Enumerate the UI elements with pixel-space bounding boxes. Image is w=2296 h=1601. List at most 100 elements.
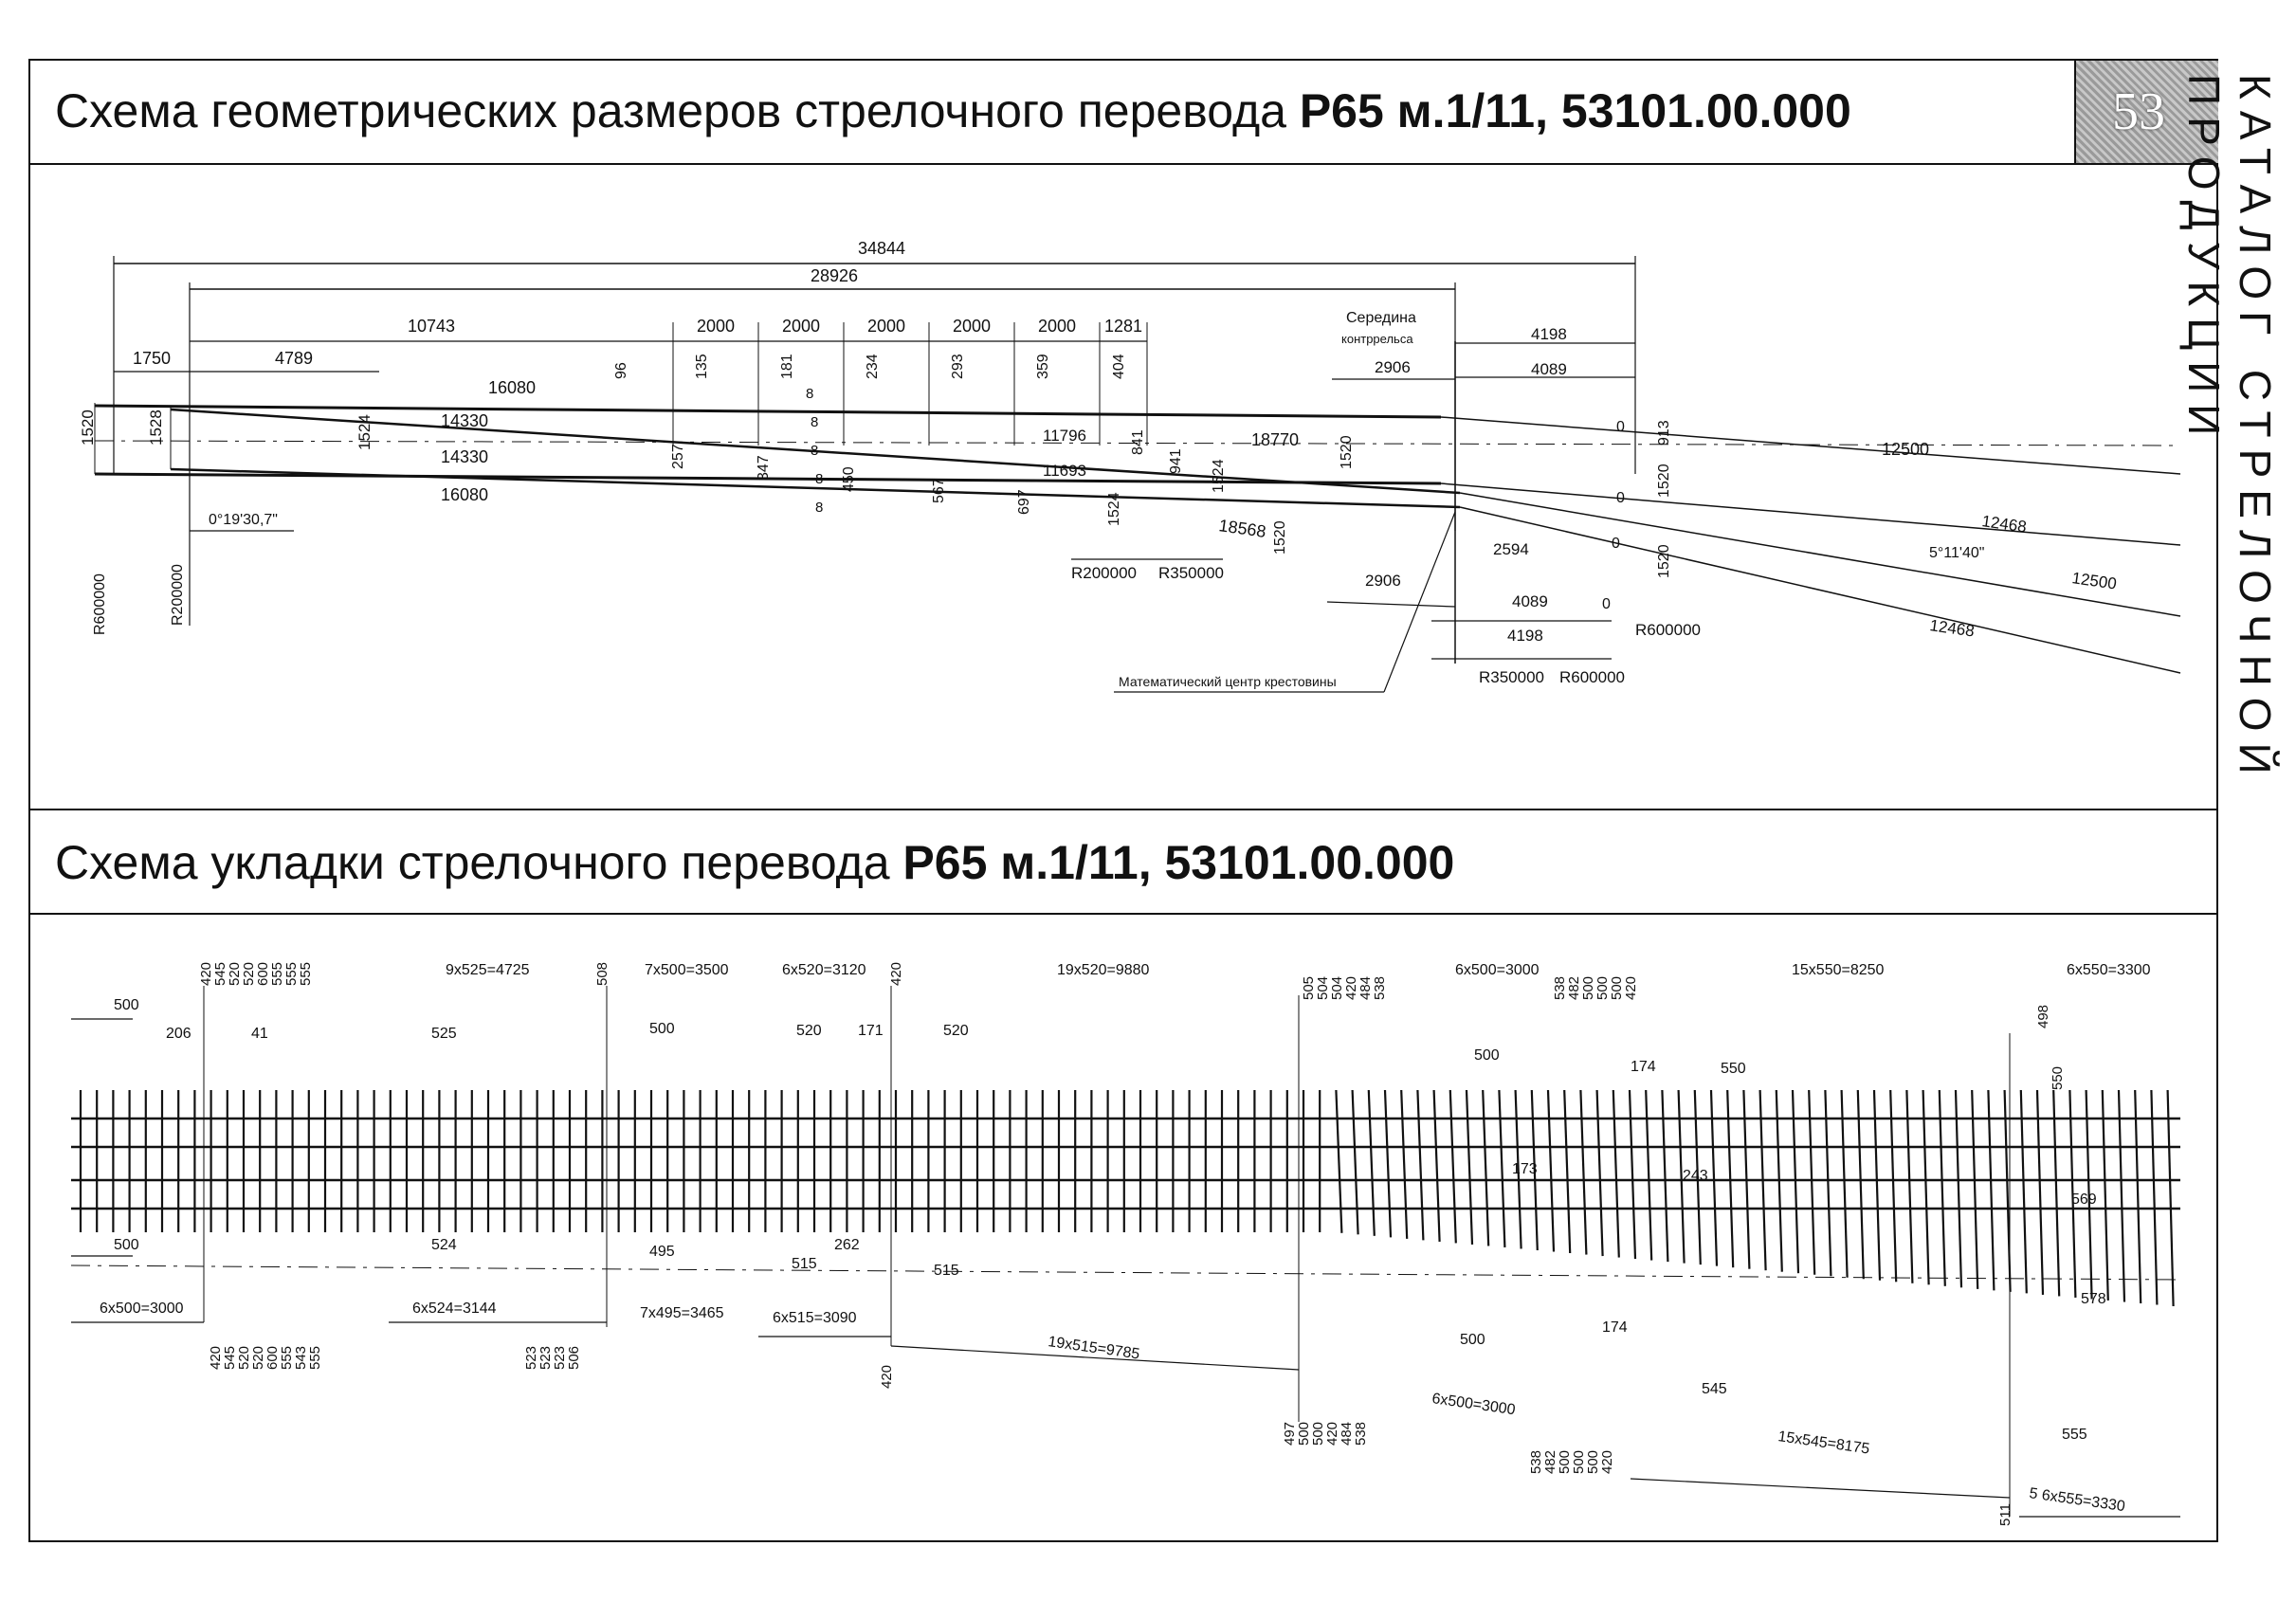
sleeper bbox=[1383, 1089, 1393, 1238]
sleeper bbox=[2019, 1089, 2028, 1294]
sleeper bbox=[2068, 1089, 2077, 1298]
dim-2906-label: 2906 bbox=[1375, 358, 1411, 376]
layout-bottom-small: 262 bbox=[834, 1237, 860, 1253]
rail-straight-ext bbox=[1440, 416, 2181, 475]
layout-top-vert-right1: 538 bbox=[1372, 976, 1388, 1000]
dim-1520: 1520 bbox=[79, 409, 97, 446]
dim-1520r: 1520 bbox=[1656, 464, 1672, 498]
radius-R350000-right: R350000 bbox=[1479, 668, 1544, 686]
sleeper bbox=[1546, 1089, 1556, 1252]
angle-right: 5°11'40" bbox=[1929, 545, 1984, 561]
segment-label: 2000 bbox=[1038, 317, 1076, 336]
dim-2906b-label: 2906 bbox=[1365, 572, 1401, 590]
layout-top-vert-right2: 482 bbox=[1566, 976, 1582, 1000]
layout-top-vert-mid: 420 bbox=[888, 962, 904, 986]
rail-diverge-1 bbox=[170, 408, 1461, 495]
dim-1520r2: 1520 bbox=[1656, 544, 1672, 578]
dim-4089-label: 4089 bbox=[1531, 360, 1567, 378]
layout-top-vert-left: 555 bbox=[269, 962, 285, 986]
dim-4789: 4789 bbox=[275, 349, 313, 368]
layout-top-group: 7x500=3500 bbox=[645, 962, 729, 978]
layout-mid-173: 173 bbox=[1512, 1161, 1538, 1177]
offset-top: 96 bbox=[613, 362, 629, 379]
page-number-badge: 53 bbox=[2074, 61, 2218, 163]
layout-bottom-vert-right1: 538 bbox=[1353, 1422, 1369, 1446]
dim-18770: 18770 bbox=[1251, 430, 1299, 449]
layout-bottom-vert-right2: 420 bbox=[1599, 1450, 1615, 1474]
small-8: 8 bbox=[806, 386, 813, 402]
page-number: 53 bbox=[2112, 82, 2165, 141]
dim-1524: 1524 bbox=[355, 414, 374, 450]
layout-bottom-small: 174 bbox=[1602, 1319, 1628, 1336]
dim-913: 913 bbox=[1656, 420, 1672, 446]
layout-top-vert-left: 520 bbox=[227, 962, 243, 986]
layout-bottom-vert-left: 520 bbox=[250, 1346, 266, 1370]
offset-bottom: 450 bbox=[841, 466, 857, 492]
layout-bottom-vert-left: 543 bbox=[293, 1346, 309, 1370]
sleeper bbox=[2085, 1089, 2093, 1300]
layout-top-small: 520 bbox=[943, 1023, 969, 1039]
sleeper bbox=[1726, 1089, 1735, 1268]
segment-label: 2000 bbox=[867, 317, 905, 336]
layout-top-small: 525 bbox=[431, 1026, 457, 1042]
layout-top-vert-right2: 500 bbox=[1580, 976, 1596, 1000]
segment-label: 2000 bbox=[782, 317, 820, 336]
sleeper bbox=[1791, 1089, 1800, 1274]
layout-top-small: 171 bbox=[858, 1023, 884, 1039]
sleeper bbox=[1579, 1089, 1588, 1255]
layout-bottom-vert-mid: 523 bbox=[538, 1346, 554, 1370]
radius-R350000-mid: R350000 bbox=[1158, 564, 1224, 582]
dim-12500: 12500 bbox=[1882, 440, 1929, 459]
layout-bottom-vert-mid: 506 bbox=[566, 1346, 582, 1370]
small-8: 8 bbox=[811, 414, 818, 430]
layout-top-vert-right2: 500 bbox=[1594, 976, 1611, 1000]
small-8: 8 bbox=[815, 471, 823, 487]
dim-11796: 11796 bbox=[1043, 427, 1086, 445]
layout-top-vert-mid: 508 bbox=[594, 962, 610, 986]
layout-top-group: 19x520=9880 bbox=[1057, 962, 1150, 978]
layout-bottom-group: 15x545=8175 bbox=[1777, 1428, 1870, 1457]
layout-top-vert-left: 555 bbox=[298, 962, 314, 986]
layout-top-group: 15x550=8250 bbox=[1792, 962, 1885, 978]
layout-bottom-small: 555 bbox=[2062, 1427, 2087, 1443]
section2-title: Схема укладки стрелочного перевода Р65 м… bbox=[55, 836, 1455, 889]
offset-top: 404 bbox=[1111, 354, 1127, 379]
layout-bottom-group: 6x500=3000 bbox=[100, 1301, 184, 1317]
sleeper bbox=[1449, 1089, 1457, 1244]
radius-R600000: R600000 bbox=[92, 573, 108, 635]
layout-bottom-vert-right2: 500 bbox=[1585, 1450, 1601, 1474]
sleeper bbox=[1677, 1089, 1686, 1264]
sleeper bbox=[1758, 1089, 1767, 1271]
layout-top-vert-right1: 505 bbox=[1301, 976, 1317, 1000]
dim-4089b-label: 4089 bbox=[1512, 592, 1548, 610]
layout-bottom-vert-mid: 523 bbox=[523, 1346, 539, 1370]
dim-18568: 18568 bbox=[1217, 516, 1266, 541]
rail-diverge-2 bbox=[170, 467, 1461, 509]
sleeper bbox=[1645, 1089, 1653, 1261]
layout-bottom-small: 495 bbox=[649, 1244, 675, 1260]
layout-bottom-vert-left: 555 bbox=[279, 1346, 295, 1370]
layout-bottom-vert-right2: 500 bbox=[1571, 1450, 1587, 1474]
dim-4198b-label: 4198 bbox=[1507, 627, 1543, 645]
sleeper bbox=[1938, 1089, 1946, 1286]
sleeper bbox=[1987, 1089, 1995, 1291]
sleeper bbox=[1335, 1089, 1343, 1233]
layout-mid-569: 569 bbox=[2071, 1192, 2097, 1208]
layout-top-small: 520 bbox=[796, 1023, 822, 1039]
layout-top-vert-right1: 484 bbox=[1358, 976, 1374, 1000]
small-8: 8 bbox=[815, 500, 823, 516]
sleeper bbox=[1400, 1089, 1409, 1239]
sleeper bbox=[1742, 1089, 1751, 1269]
sleeper bbox=[1922, 1089, 1930, 1285]
rail-straight-1 bbox=[94, 404, 1442, 419]
dim-1520: 1520 bbox=[1272, 520, 1288, 555]
layout-top-vert-right2: 420 bbox=[1623, 976, 1639, 1000]
layout-top-vert-left: 420 bbox=[198, 962, 214, 986]
layout-top-vert-left: 545 bbox=[212, 962, 228, 986]
rail-straight-ext2 bbox=[1440, 482, 2181, 546]
zero-label: 0 bbox=[1602, 596, 1611, 612]
offset-top: 293 bbox=[950, 354, 966, 379]
dim-11693: 11693 bbox=[1043, 462, 1086, 480]
dim-2906b bbox=[1326, 601, 1456, 608]
sleeper bbox=[1628, 1089, 1637, 1260]
